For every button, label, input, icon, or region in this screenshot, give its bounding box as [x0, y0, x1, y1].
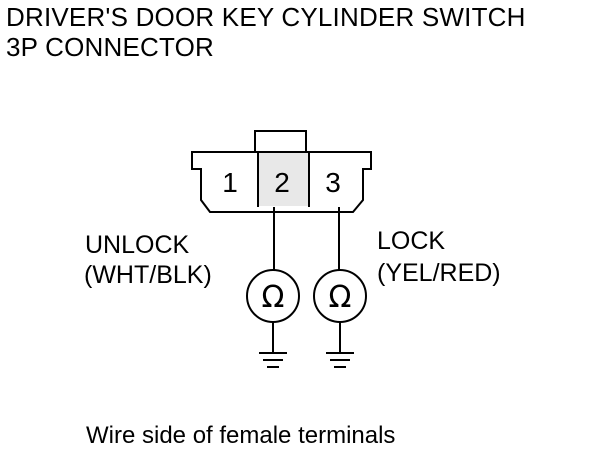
connector-housing — [191, 130, 372, 213]
lock-wire-color: (YEL/RED) — [377, 259, 501, 287]
diagram-caption: Wire side of female terminals — [86, 422, 396, 449]
terminal-1-label: 1 — [222, 167, 238, 198]
terminal-2-label: 2 — [274, 167, 290, 198]
unlock-wire-color: (WHT/BLK) — [84, 261, 212, 289]
terminal-2-highlight — [259, 153, 308, 206]
diagram-subtitle: 3P CONNECTOR — [6, 32, 215, 62]
ground-icon — [326, 352, 354, 368]
terminal-3-label: 3 — [325, 167, 341, 198]
lock-ohm-symbol: Ω — [329, 280, 352, 315]
lock-label: LOCK — [377, 227, 446, 255]
ohmmeter-icon: Ω — [313, 269, 367, 323]
ground-icon — [259, 352, 287, 368]
connector-lock-tab — [254, 130, 307, 153]
ohmmeter-icon: Ω — [246, 269, 300, 323]
diagram-title: DRIVER'S DOOR KEY CYLINDER SWITCH — [6, 2, 526, 32]
unlock-ohm-symbol: Ω — [262, 280, 285, 315]
unlock-label: UNLOCK — [85, 231, 190, 259]
connector-outline — [191, 151, 372, 213]
